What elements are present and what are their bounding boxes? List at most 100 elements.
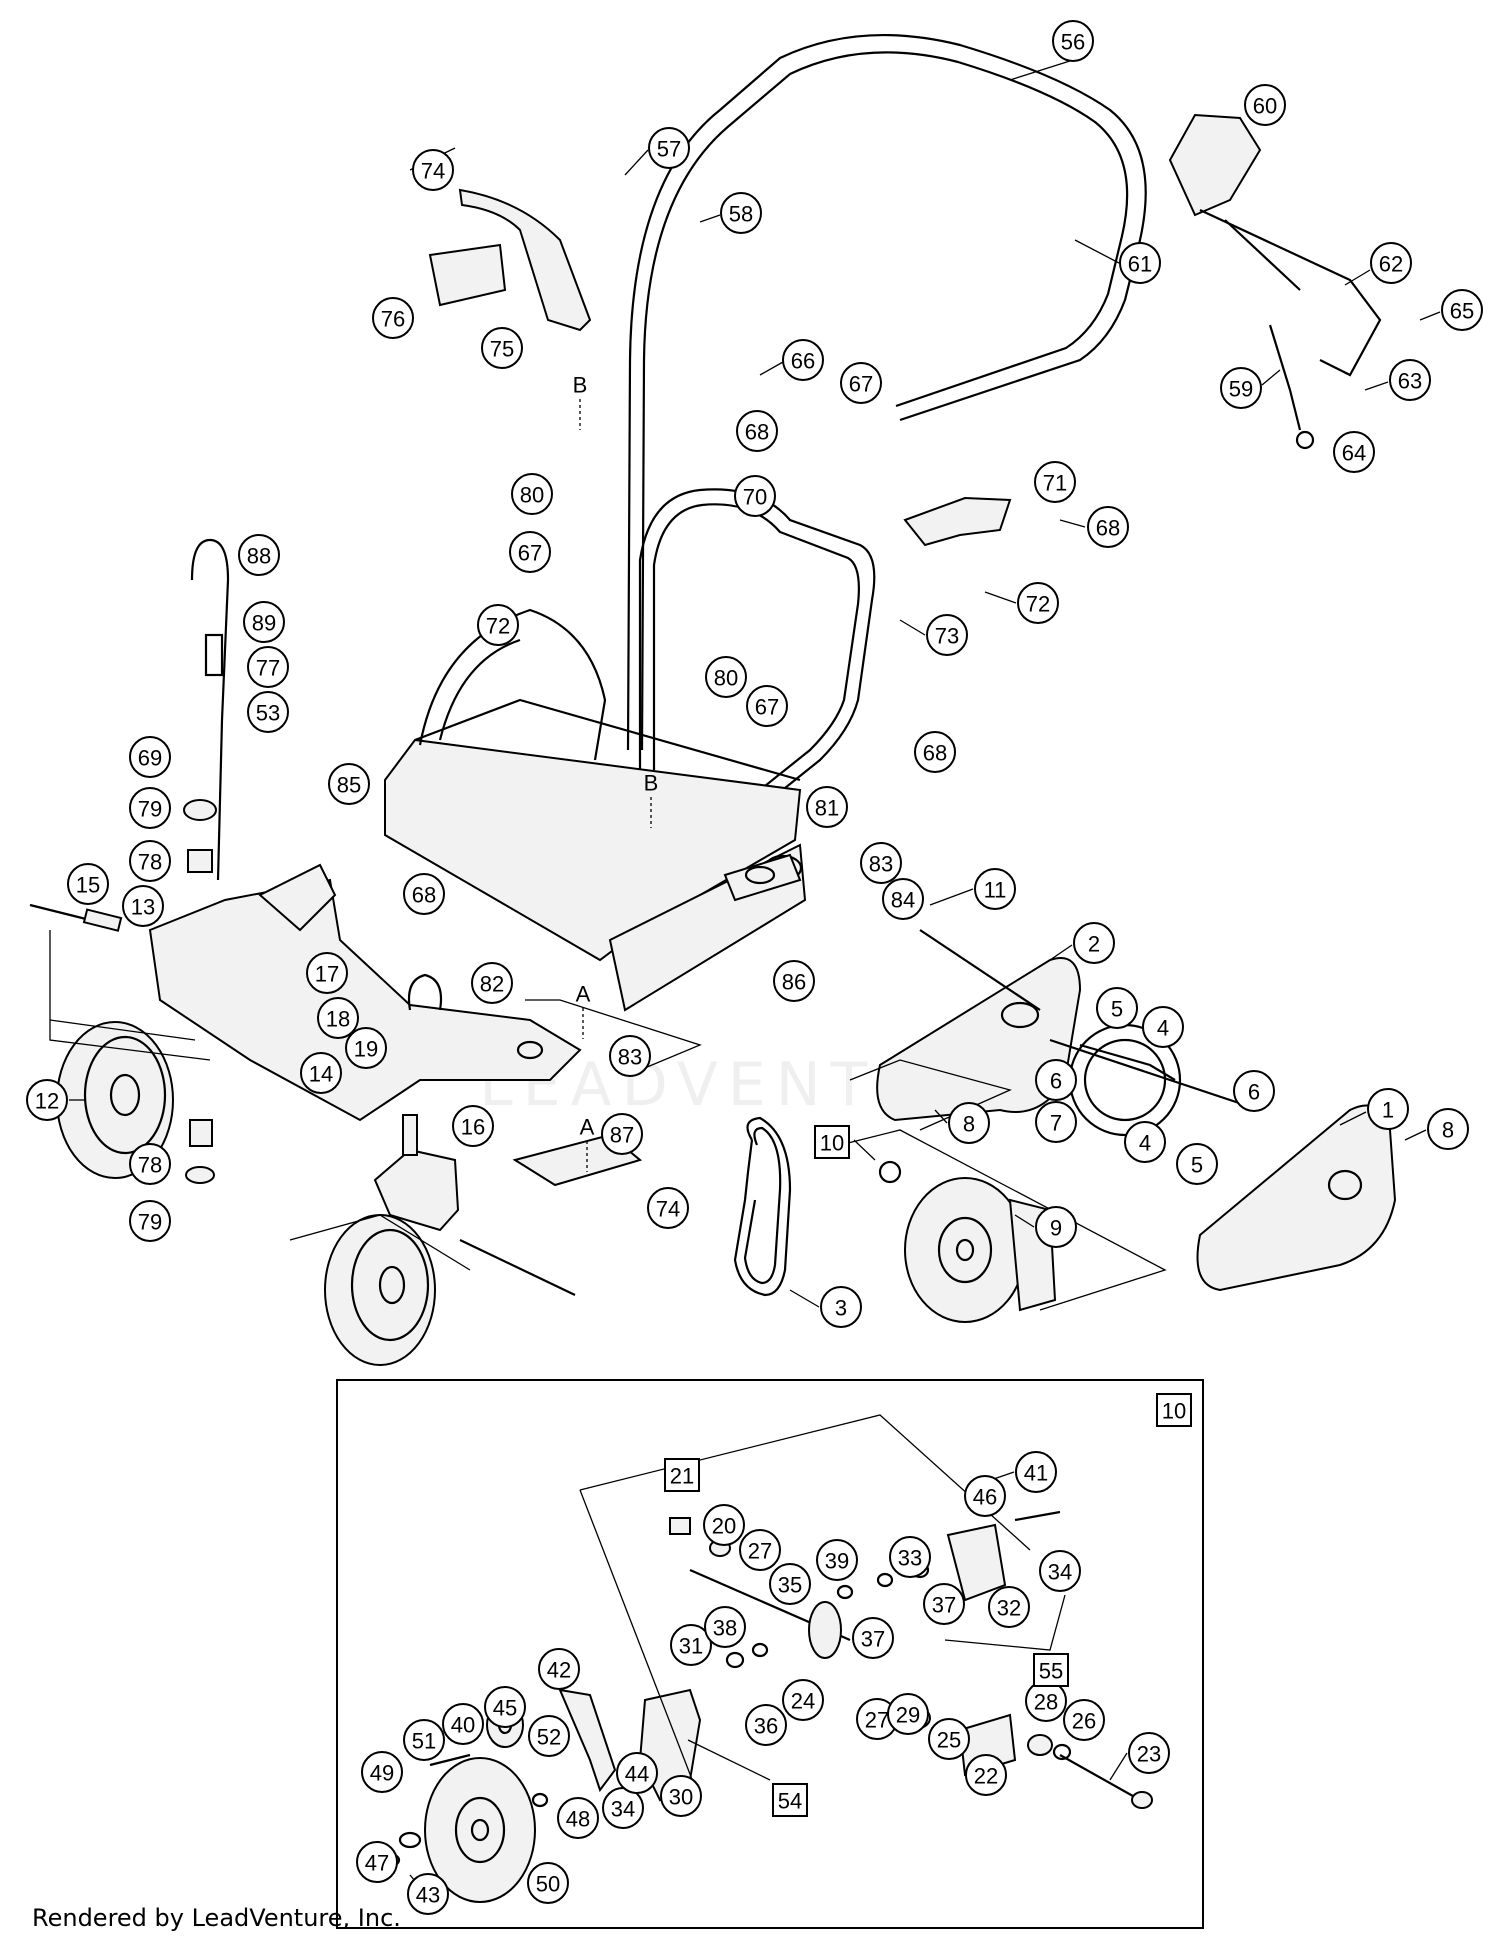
callout-label: 5 bbox=[1191, 1153, 1203, 1178]
callout-23: 23 bbox=[1128, 1732, 1170, 1774]
callout-label: 41 bbox=[1024, 1461, 1048, 1486]
callout-label: 62 bbox=[1379, 252, 1403, 277]
callout-label: 83 bbox=[618, 1045, 642, 1070]
upper-handle-56 bbox=[626, 34, 1147, 751]
callout-label: 64 bbox=[1342, 441, 1366, 466]
callout-label: 34 bbox=[1048, 1560, 1072, 1585]
callout-label: 22 bbox=[974, 1764, 998, 1789]
callout-label: 13 bbox=[131, 895, 155, 920]
callout-label: 42 bbox=[547, 1658, 571, 1683]
callout-80: 80 bbox=[705, 656, 747, 698]
callout-88: 88 bbox=[238, 534, 280, 576]
callout-48: 48 bbox=[557, 1797, 599, 1839]
reference-letter-B: B bbox=[644, 771, 659, 828]
callout-72: 72 bbox=[477, 604, 519, 646]
callout-26: 26 bbox=[1063, 1699, 1105, 1741]
callout-77: 77 bbox=[247, 646, 289, 688]
reference-letter-text: B bbox=[644, 771, 659, 796]
callout-label: 59 bbox=[1229, 377, 1253, 402]
callout-87: 87 bbox=[601, 1113, 643, 1155]
callout-label: 89 bbox=[252, 611, 276, 636]
callout-11: 11 bbox=[974, 868, 1016, 910]
callout-label: 27 bbox=[865, 1708, 889, 1733]
callout-label: 31 bbox=[679, 1634, 703, 1659]
callout-66: 66 bbox=[782, 339, 824, 381]
reference-letter-text: A bbox=[576, 982, 591, 1007]
assembly-label-21: 21 bbox=[664, 1458, 700, 1492]
callout-74: 74 bbox=[647, 1187, 689, 1229]
callout-label: 50 bbox=[536, 1872, 560, 1897]
callout-label: 6 bbox=[1050, 1069, 1062, 1094]
callout-label: 11 bbox=[984, 878, 1007, 903]
callout-28: 28 bbox=[1025, 1680, 1067, 1722]
callout-label: 66 bbox=[791, 349, 815, 374]
callout-label: 17 bbox=[315, 962, 339, 987]
callout-label: 29 bbox=[896, 1703, 920, 1728]
callout-84: 84 bbox=[882, 878, 924, 920]
callout-label: 49 bbox=[370, 1761, 394, 1786]
callout-34: 34 bbox=[1039, 1550, 1081, 1592]
assembly-label-10: 10 bbox=[1156, 1393, 1192, 1427]
callout-6: 6 bbox=[1035, 1059, 1077, 1101]
assembly-label-text: 54 bbox=[778, 1789, 802, 1814]
callout-37: 37 bbox=[852, 1617, 894, 1659]
callout-43: 43 bbox=[407, 1873, 449, 1915]
callout-label: 82 bbox=[480, 972, 504, 997]
callout-label: 80 bbox=[520, 483, 544, 508]
axle-shaft-23 bbox=[1059, 1754, 1153, 1809]
callout-45: 45 bbox=[484, 1686, 526, 1728]
callout-label: 53 bbox=[256, 701, 280, 726]
callout-label: 37 bbox=[932, 1593, 956, 1618]
callout-label: 58 bbox=[729, 202, 753, 227]
detail-frame-10 bbox=[336, 1379, 1204, 1929]
callout-label: 87 bbox=[610, 1123, 634, 1148]
callout-label: 9 bbox=[1050, 1216, 1062, 1241]
callout-24: 24 bbox=[782, 1679, 824, 1721]
callout-label: 86 bbox=[782, 970, 806, 995]
callout-13: 13 bbox=[122, 885, 164, 927]
callout-label: 7 bbox=[1050, 1111, 1062, 1136]
callout-label: 25 bbox=[937, 1728, 961, 1753]
callout-label: 79 bbox=[138, 1210, 162, 1235]
callout-label: 30 bbox=[669, 1785, 693, 1810]
callout-label: 33 bbox=[898, 1546, 922, 1571]
callout-31: 31 bbox=[670, 1624, 712, 1666]
callout-label: 74 bbox=[421, 159, 445, 184]
assembly-label-text: 10 bbox=[820, 1131, 844, 1156]
callout-label: 67 bbox=[849, 372, 873, 397]
callout-50: 50 bbox=[527, 1862, 569, 1904]
gear-shaft-35-24 bbox=[689, 1568, 851, 1659]
callout-label: 28 bbox=[1034, 1690, 1058, 1715]
callout-29: 29 bbox=[887, 1693, 929, 1735]
callout-9: 9 bbox=[1035, 1206, 1077, 1248]
callout-89: 89 bbox=[243, 601, 285, 643]
callout-label: 1 bbox=[1382, 1098, 1394, 1123]
callout-56: 56 bbox=[1052, 20, 1094, 62]
callout-7: 7 bbox=[1035, 1101, 1077, 1143]
callout-label: 71 bbox=[1043, 471, 1067, 496]
assembly-label-text: 21 bbox=[670, 1464, 694, 1489]
callout-27: 27 bbox=[739, 1529, 781, 1571]
callout-46: 46 bbox=[964, 1475, 1006, 1517]
callout-76: 76 bbox=[372, 297, 414, 339]
callout-label: 27 bbox=[748, 1539, 772, 1564]
idler-arm-52 bbox=[558, 1688, 617, 1793]
callout-78: 78 bbox=[129, 1143, 171, 1185]
callout-label: 85 bbox=[337, 773, 361, 798]
callout-81: 81 bbox=[806, 786, 848, 828]
callout-60: 60 bbox=[1244, 84, 1286, 126]
callout-label: 68 bbox=[745, 420, 769, 445]
callout-label: 2 bbox=[1088, 932, 1100, 957]
callout-70: 70 bbox=[734, 475, 776, 517]
callout-51: 51 bbox=[403, 1719, 445, 1761]
callout-label: 32 bbox=[997, 1596, 1021, 1621]
callout-68: 68 bbox=[914, 731, 956, 773]
callout-63: 63 bbox=[1389, 359, 1431, 401]
callout-8: 8 bbox=[1427, 1108, 1469, 1150]
callout-label: 84 bbox=[891, 888, 915, 913]
lower-handle-81 bbox=[638, 488, 876, 801]
callout-label: 88 bbox=[247, 544, 271, 569]
callout-80: 80 bbox=[511, 473, 553, 515]
callout-label: 8 bbox=[963, 1112, 975, 1137]
